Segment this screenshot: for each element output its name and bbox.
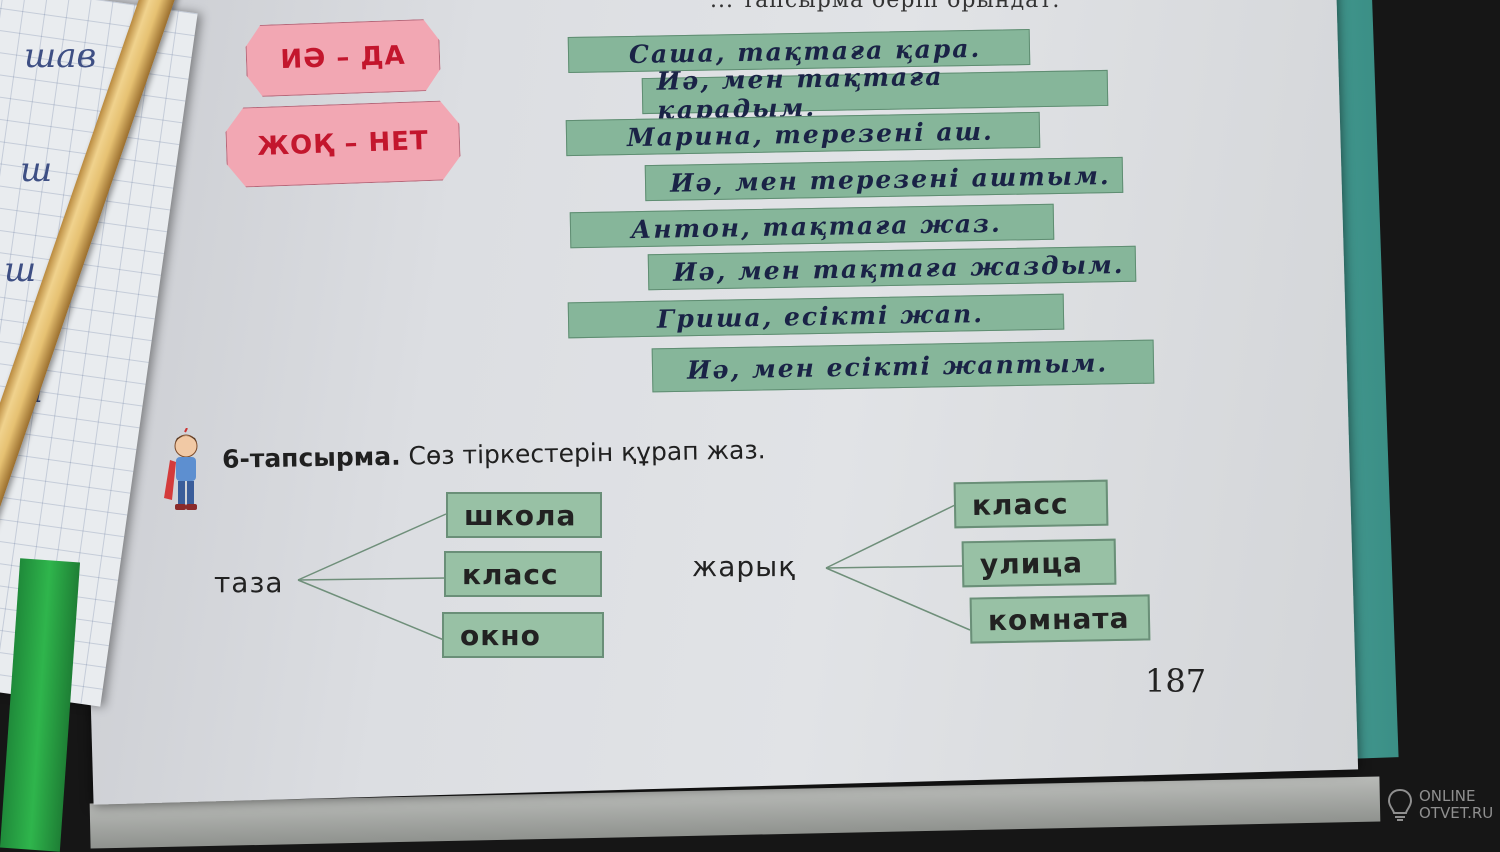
right-root-word: жарық [692,550,797,583]
watermark: ONLINE OTVET.RU [1387,788,1493,822]
right-option-3: комната [969,594,1151,644]
right-option-2: улица [961,538,1117,588]
right-option-1: класс [953,479,1109,529]
left-root-word: таза [214,566,284,599]
left-option-2: класс [444,551,602,597]
handwriting-3: ш [4,250,37,290]
page-number: 187 [1145,662,1207,700]
top-instruction: ... тапсырма беріп орындат. [710,0,1061,13]
watermark-line-1: ONLINE [1419,787,1476,805]
boy-with-umbrella-illustration [164,428,198,510]
left-option-1: школа [446,492,602,538]
handwriting-1: шав [24,36,97,76]
lightbulb-icon [1387,788,1413,821]
watermark-line-2: OTVET.RU [1419,804,1494,822]
left-option-3: окно [442,612,604,658]
handwriting-2: ш [20,150,53,190]
